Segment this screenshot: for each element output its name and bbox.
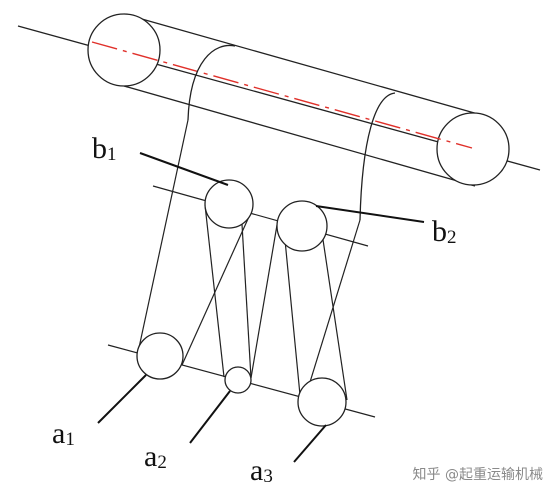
b-axle-line — [152, 185, 369, 247]
leader-b2 — [315, 205, 425, 223]
label-a1-main: a — [52, 417, 65, 450]
watermark: 知乎 @起重运输机械 — [412, 467, 543, 483]
label-b2: b2 — [432, 215, 457, 248]
pulleys — [136, 179, 347, 427]
label-a3: a3 — [250, 454, 273, 487]
pulley-a1 — [136, 332, 184, 380]
pulley-a3 — [297, 377, 347, 427]
label-a3-main: a — [250, 454, 263, 487]
label-a2-main: a — [144, 440, 157, 473]
label-a3-sub: 3 — [263, 466, 273, 487]
label-b1: b1 — [92, 132, 117, 165]
rope-b1-to-a2-left — [204, 204, 225, 378]
drum-centerline — [91, 41, 473, 149]
label-a1: a1 — [52, 417, 75, 450]
label-b1-main: b — [92, 132, 107, 165]
drum-left-end — [87, 13, 161, 87]
label-b2-main: b — [432, 215, 447, 248]
pulley-b2 — [276, 200, 328, 252]
drum-right-end — [436, 112, 510, 186]
rope-b2-to-a3-left — [284, 239, 301, 396]
leader-a2 — [189, 390, 231, 444]
drum — [17, 13, 541, 221]
rope-drum-to-a1 — [136, 119, 189, 358]
rope-a1-to-b1 — [181, 209, 253, 366]
rope-drum-to-a3 — [301, 219, 361, 409]
label-b1-sub: 1 — [107, 144, 117, 165]
leader-b1 — [139, 152, 229, 186]
label-a2-sub: 2 — [157, 452, 167, 473]
leader-lines — [97, 152, 425, 463]
label-a1-sub: 1 — [65, 429, 75, 450]
rope-a2-to-b2 — [250, 224, 278, 379]
rope-arc-left — [187, 44, 236, 121]
rope-arc-right — [359, 92, 396, 221]
pulley-b1 — [204, 179, 254, 229]
leader-a3 — [293, 424, 327, 463]
drum-bottom-edge — [123, 85, 476, 187]
leader-a1 — [97, 374, 147, 424]
label-b2-sub: 2 — [447, 227, 457, 248]
upper-axles — [152, 185, 369, 247]
drum-top-edge — [123, 13, 479, 115]
label-a2: a2 — [144, 440, 167, 473]
pulley-a2 — [224, 366, 252, 394]
rope-b2-to-a3-right — [321, 232, 348, 401]
